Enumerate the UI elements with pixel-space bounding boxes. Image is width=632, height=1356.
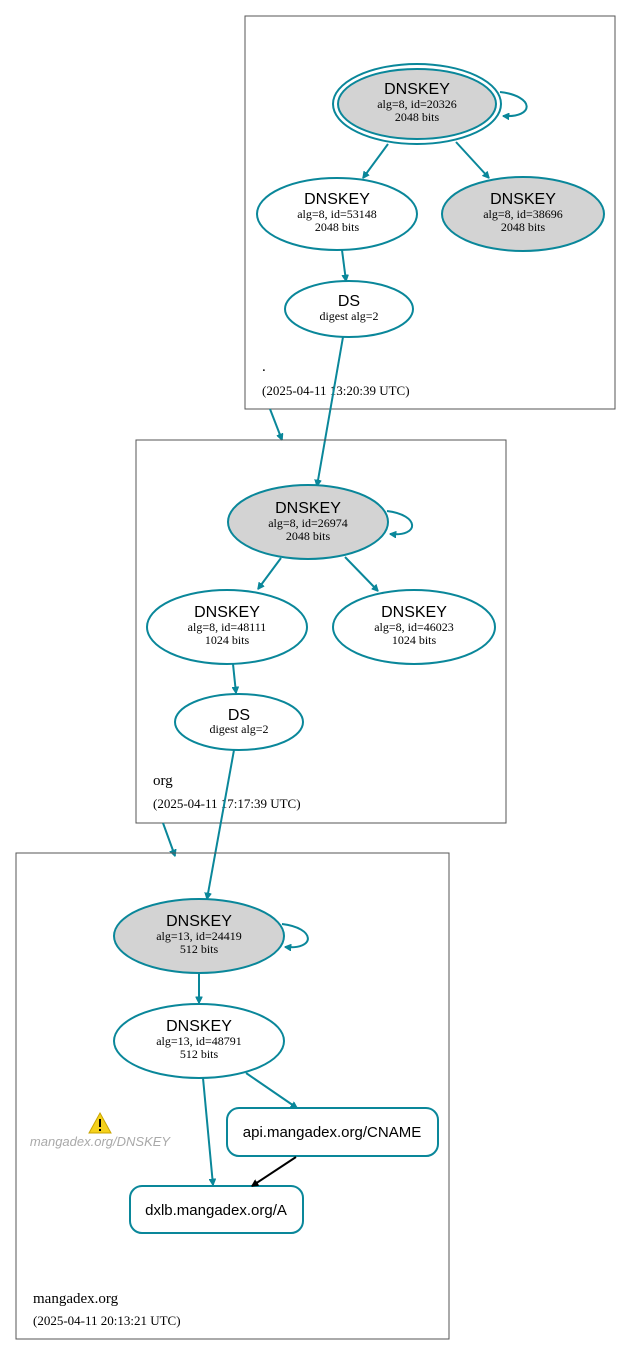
ds-to-dnskey-edge	[207, 749, 235, 899]
ds-title: DS	[228, 707, 250, 724]
dnskey-bits: 2048 bits	[315, 220, 360, 234]
sign-edge	[202, 1077, 213, 1185]
dnskey-title: DNSKEY	[381, 604, 447, 621]
digest-edge	[233, 663, 236, 693]
dnskey-node-org-ksk[interactable]: DNSKEY alg=8, id=26974 2048 bits	[227, 484, 389, 560]
zone-mangadex-box	[15, 852, 450, 1340]
zone-name: org	[153, 773, 173, 789]
self-sign-edge	[281, 923, 309, 947]
delegation-edge	[162, 822, 175, 856]
ds-digest: digest alg=2	[209, 722, 268, 736]
dnskey-bits: 2048 bits	[395, 110, 440, 124]
dnskey-alg-id: alg=8, id=26974	[268, 516, 348, 530]
warning-icon	[88, 1111, 112, 1134]
dnskey-title: DNSKEY	[384, 81, 450, 98]
zone-timestamp: (2025-04-11 13:20:39 UTC)	[262, 383, 410, 398]
dnskey-alg-id: alg=13, id=48791	[156, 1034, 242, 1048]
ds-node-mangadex[interactable]: DS digest alg=2	[174, 693, 304, 751]
dnskey-alg-id: alg=8, id=38696	[483, 207, 563, 221]
ds-digest: digest alg=2	[319, 309, 378, 323]
zone-root: DNSKEY alg=8, id=20326 2048 bits DNSKEY …	[244, 15, 616, 410]
dnskey-bits: 512 bits	[180, 1047, 219, 1061]
dnskey-title: DNSKEY	[194, 604, 260, 621]
zone-mangadex: DNSKEY alg=13, id=24419 512 bits DNSKEY …	[15, 852, 450, 1340]
dnskey-node-mangadex-ksk[interactable]: DNSKEY alg=13, id=24419 512 bits	[113, 898, 285, 974]
warning-label: mangadex.org/DNSKEY	[30, 1134, 172, 1149]
warning-dnskey[interactable]: mangadex.org/DNSKEY	[30, 1111, 172, 1149]
ds-title: DS	[338, 293, 360, 310]
dnskey-bits: 1024 bits	[392, 633, 437, 647]
dnskey-title: DNSKEY	[166, 1018, 232, 1035]
self-sign-edge	[386, 510, 414, 534]
zone-root-box	[244, 15, 616, 410]
dnskey-alg-id: alg=8, id=20326	[377, 97, 457, 111]
ds-node-org[interactable]: DS digest alg=2	[284, 280, 414, 338]
ds-to-dnskey-edge	[317, 336, 344, 486]
dnskey-bits: 1024 bits	[205, 633, 250, 647]
dnskey-alg-id: alg=8, id=46023	[374, 620, 454, 634]
dnskey-title: DNSKEY	[275, 500, 341, 517]
delegation-edge	[269, 408, 282, 440]
dnskey-node-root-zsk[interactable]: DNSKEY alg=8, id=53148 2048 bits	[256, 177, 418, 251]
rr-node-a[interactable]: dxlb.mangadex.org/A	[129, 1185, 304, 1234]
zone-org: DNSKEY alg=8, id=26974 2048 bits DNSKEY …	[135, 439, 507, 824]
dnskey-title: DNSKEY	[490, 191, 556, 208]
dnskey-title: DNSKEY	[304, 191, 370, 208]
rr-label: api.mangadex.org/CNAME	[243, 1124, 421, 1141]
sign-edge	[258, 557, 282, 589]
dnskey-node-org-zsk-46023[interactable]: DNSKEY alg=8, id=46023 1024 bits	[332, 589, 496, 665]
dnskey-bits: 2048 bits	[501, 220, 546, 234]
dnskey-node-org-zsk-48111[interactable]: DNSKEY alg=8, id=48111 1024 bits	[146, 589, 308, 665]
digest-edge	[341, 249, 346, 281]
dnskey-bits: 512 bits	[180, 942, 219, 956]
dnskey-alg-id: alg=8, id=48111	[188, 620, 267, 634]
sign-edge	[455, 141, 489, 178]
dnskey-node-root-ksk[interactable]: DNSKEY alg=8, id=20326 2048 bits	[332, 63, 502, 145]
dnskey-alg-id: alg=8, id=53148	[297, 207, 377, 221]
dnskey-title: DNSKEY	[166, 913, 232, 930]
zone-name: mangadex.org	[33, 1291, 119, 1307]
self-sign-edge	[499, 91, 528, 116]
dnskey-alg-id: alg=13, id=24419	[156, 929, 242, 943]
sign-edge	[245, 1072, 297, 1108]
zone-org-box	[135, 439, 507, 824]
sign-edge	[344, 556, 378, 591]
dnskey-bits: 2048 bits	[286, 529, 331, 543]
rr-label: dxlb.mangadex.org/A	[145, 1202, 287, 1219]
sign-edge	[363, 143, 389, 178]
rr-node-cname[interactable]: api.mangadex.org/CNAME	[226, 1107, 439, 1157]
zone-timestamp: (2025-04-11 17:17:39 UTC)	[153, 796, 301, 811]
zone-timestamp: (2025-04-11 20:13:21 UTC)	[33, 1313, 181, 1328]
dnskey-node-mangadex-zsk[interactable]: DNSKEY alg=13, id=48791 512 bits	[113, 1003, 285, 1079]
cname-target-edge	[252, 1156, 297, 1187]
dnskey-node-root-38696[interactable]: DNSKEY alg=8, id=38696 2048 bits	[441, 176, 605, 252]
zone-name: .	[262, 359, 266, 375]
